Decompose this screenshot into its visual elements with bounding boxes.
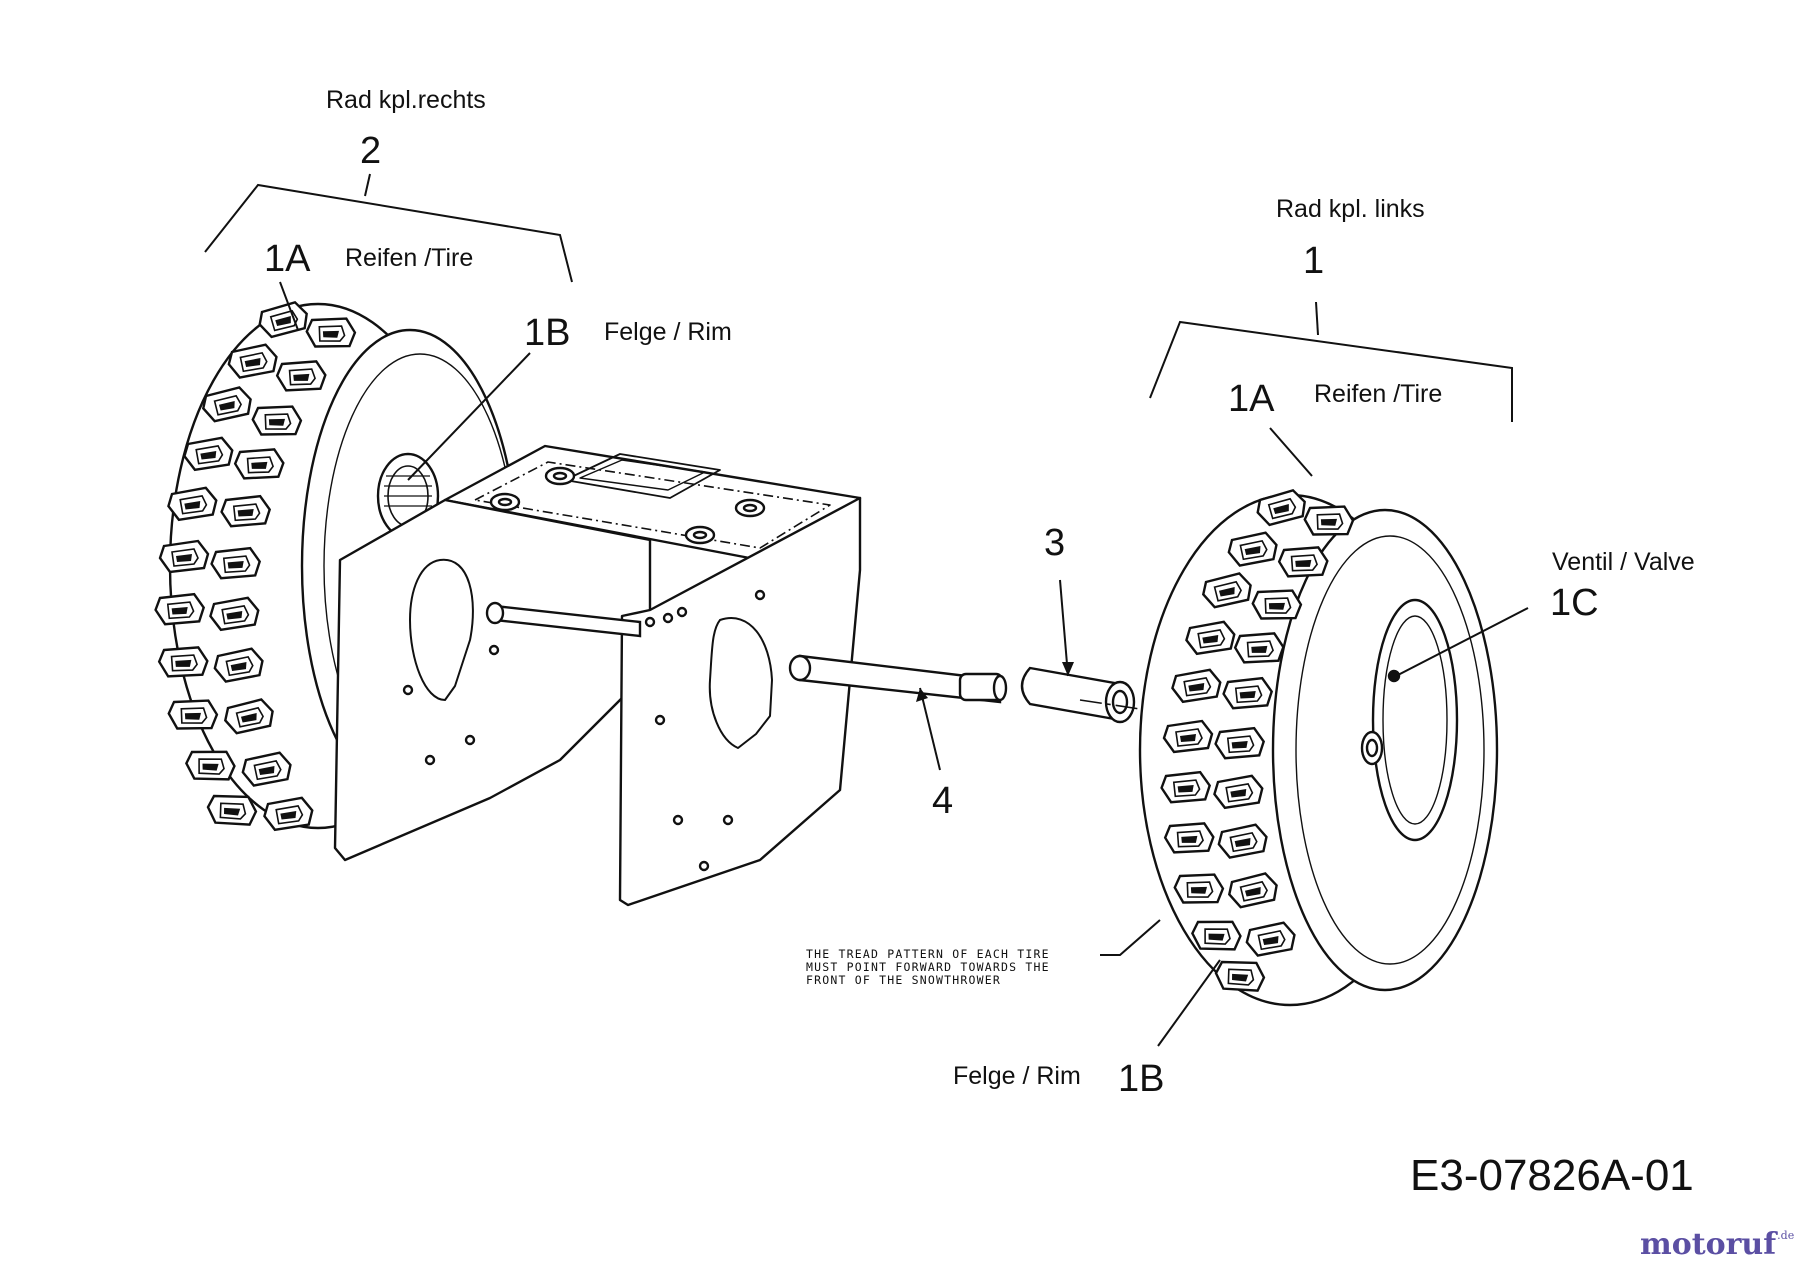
left-wheel-number: 1: [1303, 240, 1325, 282]
axle-part: [485, 601, 1008, 704]
watermark-tld: .de: [1777, 1229, 1795, 1242]
rim-right-number: 1B: [524, 312, 571, 354]
right-wheel-number: 2: [360, 130, 382, 172]
spacer-part: [1020, 666, 1136, 724]
valve-number: 1C: [1550, 582, 1599, 624]
tire-left-number: 1A: [1228, 378, 1275, 420]
right-wheel-label: Rad kpl.rechts: [326, 86, 486, 114]
tread-direction-note: THE TREAD PATTERN OF EACH TIRE MUST POIN…: [806, 947, 1050, 987]
leader-lines: [279, 281, 1529, 1047]
left-wheel: [1138, 487, 1499, 1007]
leader-arrows: [916, 662, 1074, 702]
valve-stem: [1387, 669, 1401, 683]
watermark-logo: motoruf.de: [1640, 1230, 1794, 1260]
drawing-number: E3-07826A-01: [1410, 1151, 1694, 1200]
tire-right-number: 1A: [264, 238, 311, 280]
spacer-number: 3: [1044, 522, 1066, 564]
axle-number: 4: [932, 780, 954, 822]
tire-left-label: Reifen /Tire: [1314, 380, 1443, 408]
left-hub: [1360, 669, 1401, 766]
left-wheel-bracket: [1149, 301, 1513, 422]
valve-label: Ventil / Valve: [1552, 548, 1695, 576]
tire-right-label: Reifen /Tire: [345, 244, 474, 272]
left-wheel-label: Rad kpl. links: [1276, 195, 1425, 223]
frame-housing: [333, 444, 862, 907]
rim-left-label: Felge / Rim: [953, 1062, 1081, 1090]
rim-right-label: Felge / Rim: [604, 318, 732, 346]
right-wheel-bracket: [204, 173, 573, 283]
watermark-brand: motoruf: [1640, 1227, 1777, 1262]
rim-left-number: 1B: [1118, 1058, 1165, 1100]
